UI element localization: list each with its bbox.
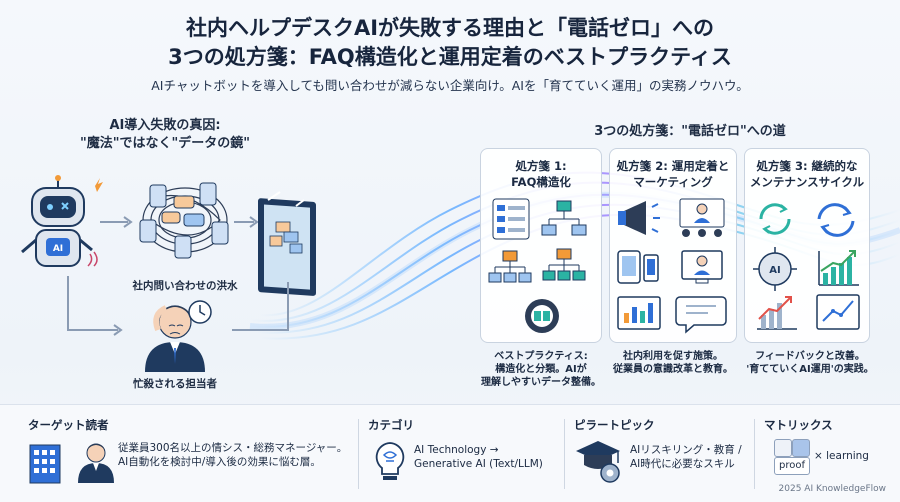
prescription-card-1: 処方箋 1: FAQ構造化 xyxy=(480,148,602,343)
matrix-proof-label: proof xyxy=(779,460,805,471)
card-2-title: 処方箋 2: 運用定着と マーケティング xyxy=(610,158,736,190)
divider xyxy=(564,419,565,489)
category-line-1: AI Technology → xyxy=(414,444,499,456)
message-flood-icon xyxy=(139,182,229,259)
matrix-title: マトリックス xyxy=(764,418,833,432)
card-2-title-line-1: 処方箋 2: 運用定着と xyxy=(616,159,730,173)
graduation-gear-icon xyxy=(576,441,620,483)
matrix-box-blue xyxy=(792,439,810,457)
card-3-title: 処方箋 3: 継続的な メンテナンスサイクル xyxy=(745,158,869,190)
card-1-caption-line-2: 構造化と分類。AIが xyxy=(495,364,587,375)
matrix-box-light xyxy=(774,439,792,457)
card-1-caption: ベストプラクティス: 構造化と分類。AIが 理解しやすいデータ整備。 xyxy=(474,350,608,389)
lightbulb-icon xyxy=(375,442,405,480)
card-3-caption-line-2: '育てていくAI運用'の実践。 xyxy=(746,364,874,375)
clock-icon xyxy=(188,300,212,324)
left-heading: AI導入失敗の真因: "魔法"ではなく"データの鏡" xyxy=(60,117,270,153)
tree-icon xyxy=(541,200,587,236)
dashboard-icon xyxy=(617,296,661,330)
monitor-icon xyxy=(681,250,723,284)
robot-icon xyxy=(21,175,103,267)
org-chart-icon xyxy=(542,248,586,281)
category-section: カテゴリ xyxy=(368,417,414,433)
mirror-icon xyxy=(258,191,316,296)
refresh-cycle-icon xyxy=(759,203,791,235)
chat-bubble-icon xyxy=(675,296,727,334)
card-2-icons xyxy=(617,198,727,334)
card-3-title-line-1: 処方箋 3: 継続的な xyxy=(756,159,858,173)
matrix-suffix: × learning xyxy=(814,450,869,462)
target-line-2: AI自動化を検討中/導入後の効果に悩む層。 xyxy=(118,456,321,468)
pillar-title: ピラートピック xyxy=(574,418,655,432)
card-1-caption-line-3: 理解しやすいデータ整備。 xyxy=(481,377,601,388)
ai-chip-icon xyxy=(753,247,797,291)
matrix-section: マトリックス xyxy=(764,417,833,433)
category-title: カテゴリ xyxy=(368,418,414,432)
sync-cycle-icon xyxy=(817,203,855,237)
pillar-line-1: AIリスキリング・教育 / xyxy=(630,444,742,456)
page-title: 社内ヘルプデスクAIが失敗する理由と「電話ゼロ」への 3つの処方箋：FAQ構造化… xyxy=(0,14,900,72)
left-heading-line-1: AI導入失敗の真因: xyxy=(109,118,221,133)
target-line-1: 従業員300名以上の情シス・総務マネージャー。 xyxy=(118,442,348,454)
matrix-proof-box: proof xyxy=(774,457,810,475)
prescription-card-2: 処方箋 2: 運用定着と マーケティング xyxy=(609,148,737,343)
prescription-card-3: 処方箋 3: 継続的な メンテナンスサイクル AI xyxy=(744,148,870,343)
businessman-icon xyxy=(78,443,114,483)
building-icon xyxy=(29,444,61,484)
flood-label: 社内問い合わせの洪水 xyxy=(132,280,238,292)
category-line-2: Generative AI (Text/LLM) xyxy=(414,458,543,470)
card-3-caption-line-1: フィードバックと改善。 xyxy=(755,351,865,362)
card-1-title-line-1: 処方箋 1: xyxy=(515,159,567,173)
target-text: 従業員300名以上の情シス・総務マネージャー。 AI自動化を検討中/導入後の効果… xyxy=(118,441,358,469)
pillar-line-2: AI時代に必要なスキル xyxy=(630,458,735,470)
pillar-section: ピラートピック xyxy=(574,417,655,433)
target-title: ターゲット読者 xyxy=(28,418,109,432)
robot-ai-label: AI xyxy=(53,244,63,254)
page-subtitle: AIチャットボットを導入しても問い合わせが減らない企業向け。AIを「育てていく運… xyxy=(151,78,749,93)
title-line-2: 3つの処方箋：FAQ構造化と運用定着のベストプラクティス xyxy=(168,45,732,69)
card-2-caption-line-2: 従業員の意識改革と教育。 xyxy=(613,364,733,375)
stressed-worker-icon xyxy=(145,305,205,372)
category-text: AI Technology → Generative AI (Text/LLM) xyxy=(414,443,564,471)
list-icon xyxy=(492,198,530,240)
card-2-title-line-2: マーケティング xyxy=(633,175,713,189)
right-heading: 3つの処方箋："電話ゼロ"への道 xyxy=(594,124,786,139)
devices-icon xyxy=(617,250,659,284)
target-section: ターゲット読者 xyxy=(28,417,109,433)
cycle-ai-label: AI xyxy=(769,265,780,276)
info-bar: ターゲット読者 従業員300名以上の情シス・総務マネージャー。 AI自動化を検討… xyxy=(0,404,900,502)
card-2-caption-line-1: 社内利用を促す施策。 xyxy=(623,351,723,362)
presentation-icon xyxy=(679,198,725,237)
feedback-chart-icon xyxy=(816,294,860,330)
gear-book-icon xyxy=(525,299,559,333)
card-1-title-line-2: FAQ構造化 xyxy=(511,175,571,189)
card-3-icons: AI xyxy=(753,203,860,330)
card-1-title: 処方箋 1: FAQ構造化 xyxy=(481,158,601,190)
megaphone-icon xyxy=(618,201,660,235)
growth-chart-icon xyxy=(818,250,859,286)
card-3-caption: フィードバックと改善。 '育てていくAI運用'の実践。 xyxy=(740,350,880,376)
target-icons xyxy=(29,443,114,484)
title-line-1: 社内ヘルプデスクAIが失敗する理由と「電話ゼロ」への xyxy=(185,16,715,40)
hierarchy-icon xyxy=(488,250,532,283)
divider xyxy=(754,419,755,489)
card-1-icons xyxy=(488,198,587,333)
pillar-text: AIリスキリング・教育 / AI時代に必要なスキル xyxy=(630,443,750,471)
card-2-caption: 社内利用を促す施策。 従業員の意識改革と教育。 xyxy=(604,350,742,376)
bar-chart-icon xyxy=(757,296,797,330)
card-3-title-line-2: メンテナンスサイクル xyxy=(749,175,865,189)
footer-credit: 2025 AI KnowledgeFlow xyxy=(778,484,886,494)
card-1-caption-line-1: ベストプラクティス: xyxy=(494,351,588,362)
divider xyxy=(358,419,359,489)
worker-label: 忙殺される担当者 xyxy=(133,378,217,390)
failure-illustration: AI xyxy=(21,175,316,372)
left-heading-line-2: "魔法"ではなく"データの鏡" xyxy=(79,136,251,151)
